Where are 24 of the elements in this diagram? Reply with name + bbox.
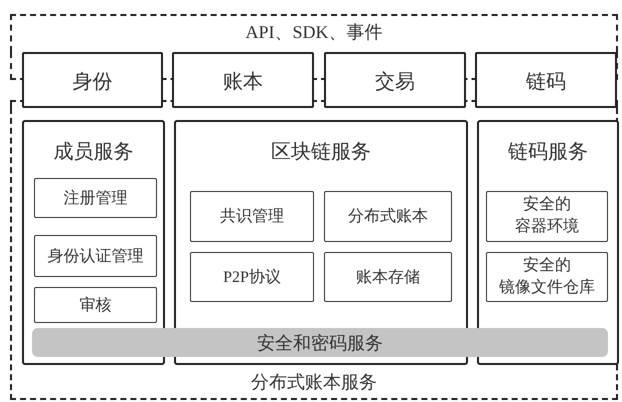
module-box <box>475 52 617 108</box>
module-label: 身份 <box>72 70 114 95</box>
module-box <box>22 52 163 108</box>
function-box: 账本存储 <box>324 252 452 302</box>
service-bar: 安全和密码服务 <box>32 328 608 357</box>
function-box: 身份认证管理 <box>34 235 157 277</box>
function-box: P2P协议 <box>190 252 314 302</box>
function-box: 安全的容器环境 <box>486 191 608 242</box>
function-box: 审核 <box>34 287 157 323</box>
module-box <box>324 52 466 108</box>
module-label: 交易 <box>374 70 416 95</box>
layer-title: 分布式账本服务 <box>250 371 378 394</box>
function-box: 共识管理 <box>190 191 314 242</box>
module-label: 账本 <box>222 70 264 95</box>
layer-title: API、SDK、事件 <box>244 21 384 44</box>
function-box: 分布式账本 <box>324 191 452 242</box>
function-box: 安全的镜像文件仓库 <box>486 252 608 302</box>
module-box <box>172 52 314 108</box>
layer-region <box>10 108 618 400</box>
module-label: 链码 <box>525 70 567 95</box>
panel-title: 成员服务 <box>52 140 134 165</box>
function-box: 注册管理 <box>34 178 157 218</box>
panel-title: 区块链服务 <box>270 140 372 165</box>
panel-title: 链码服务 <box>507 140 589 165</box>
